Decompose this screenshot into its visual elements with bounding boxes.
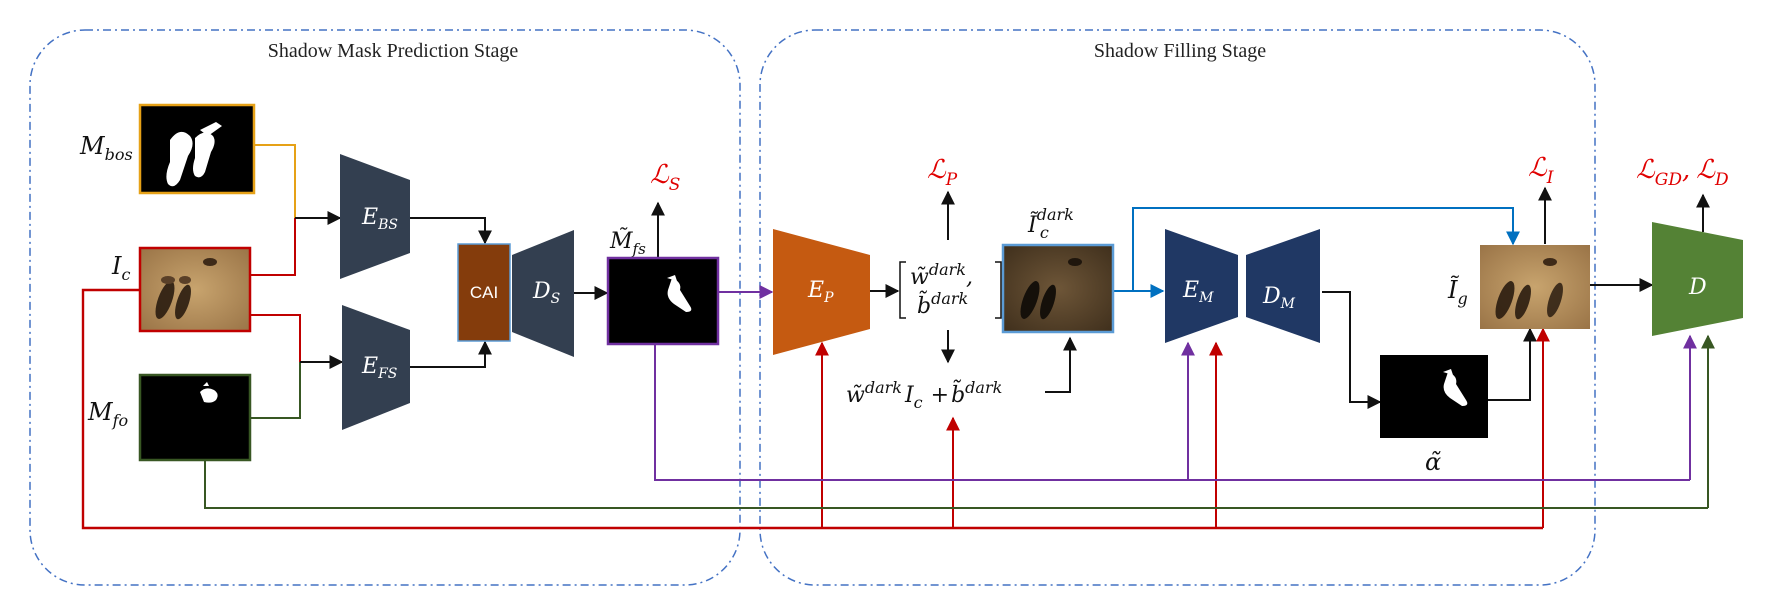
alpha-to-ig-line: [1488, 327, 1537, 401]
ebs-label: EBS: [361, 205, 398, 233]
mask-prediction-stage-title: Shadow Mask Prediction Stage: [268, 40, 519, 62]
ebs-encoder: [340, 154, 410, 279]
efs-label: EFS: [361, 354, 397, 382]
ds-decoder: [512, 230, 574, 357]
dark-params: w̃dark, b̃dark: [899, 260, 1002, 319]
eq-to-idark-line: [1045, 336, 1077, 393]
li-loss: ℒI: [1528, 153, 1554, 188]
ep-label: EP: [807, 278, 834, 306]
alpha-mask-image: [1380, 355, 1488, 438]
d-label: D: [1688, 275, 1707, 300]
mfs-label: M̃fs: [609, 228, 646, 258]
mfs-purple-bus: [654, 344, 1690, 481]
cai-label: CAI: [470, 283, 498, 302]
efs-to-cai-line: [410, 340, 492, 368]
ebs-to-cai-line: [410, 217, 492, 245]
mfo-mask-image: [138, 373, 252, 462]
filling-stage-box: [759, 29, 1596, 586]
ic-to-efs-line: [250, 314, 301, 362]
em-label: EM: [1182, 278, 1214, 306]
mask-prediction-stage-box: [29, 29, 741, 586]
idark-to-ig-line: [1132, 207, 1520, 291]
efs-encoder: [342, 305, 410, 430]
ic-label: Ic: [111, 252, 130, 284]
mbos-label: Mbos: [79, 132, 133, 164]
dm-to-alpha-line: [1322, 291, 1382, 409]
param-b-label: b̃dark: [917, 289, 968, 319]
ls-loss: ℒS: [650, 160, 680, 195]
mfo-to-efs-line: [250, 362, 301, 419]
ic-to-ebs-line: [250, 218, 296, 276]
param-w-label: w̃dark,: [910, 260, 973, 290]
mbos-mask-image: [138, 103, 256, 195]
dm-label: DM: [1262, 284, 1296, 312]
ig-output-image: [1480, 245, 1590, 329]
ic-dark-image: [1001, 243, 1115, 334]
lgd-ld-loss: ℒGD,ℒD: [1636, 155, 1729, 190]
dm-decoder: [1246, 229, 1320, 343]
ic-input-image: [138, 246, 252, 333]
filling-stage-title: Shadow Filling Stage: [1094, 40, 1266, 62]
mfo-label: Mfo: [87, 398, 128, 430]
alpha-label: α̃: [1425, 448, 1441, 476]
ds-label: DS: [532, 279, 560, 307]
em-encoder: [1165, 229, 1238, 343]
lp-loss: ℒP: [927, 155, 958, 190]
ep-encoder: [773, 229, 870, 355]
mfs-mask-image: [606, 256, 720, 346]
ic-red-bus: [81, 288, 1543, 530]
mfo-green-bus: [204, 460, 1708, 509]
d-discriminator: [1652, 222, 1743, 336]
ig-label: Ĩg: [1447, 275, 1468, 308]
mbos-to-ebs-line: [255, 144, 340, 219]
cai-module: [457, 243, 511, 342]
